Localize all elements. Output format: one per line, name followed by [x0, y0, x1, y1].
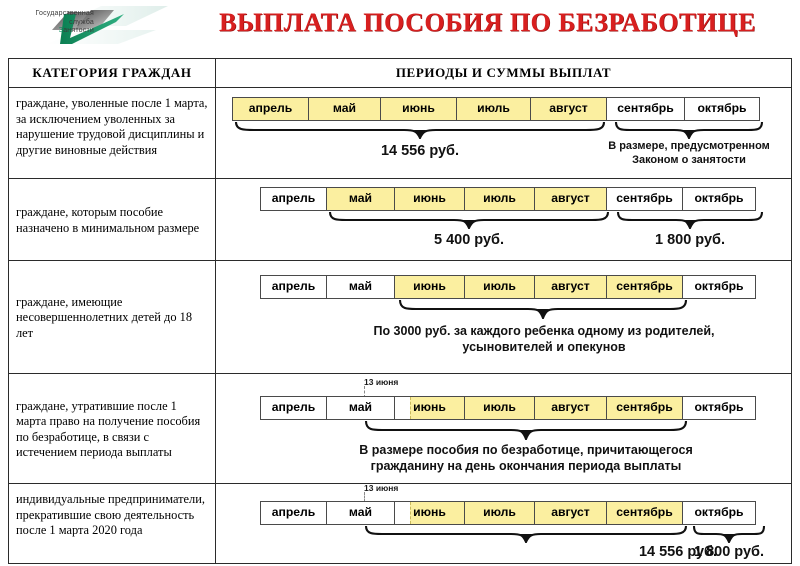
amount-label: По 3000 руб. за каждого ребенка одному и… [373, 324, 715, 354]
column-header-category: КАТЕГОРИЯ ГРАЖДАН [9, 59, 216, 87]
month-box-april: апрель [261, 188, 327, 210]
month-box-june: июнь [395, 188, 465, 210]
category-cell: граждане, утратившие после 1 марта право… [9, 374, 216, 483]
category-cell: граждане, уволенные после 1 марта, за ис… [9, 88, 216, 178]
logo-line-1: Государственная [35, 10, 94, 17]
month-strip: апрель май июнь июль август сентябрь окт… [260, 396, 756, 420]
category-cell: граждане, которым пособие назначено в ми… [9, 179, 216, 260]
month-box-july: июль [465, 276, 535, 298]
month-box-september: сентябрь [607, 98, 685, 120]
amount-label: В размере, предусмотренном Законом о зан… [608, 140, 770, 166]
periods-cell: 13 июня апрель май июнь июль август сент… [216, 483, 791, 563]
month-box-september: сентябрь [607, 276, 683, 298]
logo-line-2: служба [69, 18, 94, 26]
month-box-april: апрель [261, 397, 327, 419]
timeline: апрель май июнь июль август сентябрь окт… [216, 179, 791, 260]
month-box-june: июнь [395, 397, 465, 419]
logo-line-3-accent: З [58, 27, 64, 34]
amount-label: 5 400 руб. [433, 232, 505, 248]
table-row: граждане, имеющие несовершеннолетних дет… [9, 261, 791, 374]
amount-label: В размере пособия по безработице, причит… [359, 443, 693, 473]
logo-graphic [46, 6, 168, 44]
month-box-may: май [327, 188, 395, 210]
brace-center [398, 299, 688, 319]
month-box-june: июнь [381, 98, 457, 120]
benefits-table: КАТЕГОРИЯ ГРАЖДАН ПЕРИОДЫ И СУММЫ ВЫПЛАТ… [8, 58, 792, 564]
month-box-october: октябрь [683, 502, 755, 524]
amount-label: 1 800 руб. [654, 232, 726, 248]
month-strip: апрель май июнь июль август сентябрь окт… [260, 501, 756, 525]
brace-left [234, 121, 606, 139]
month-box-april: апрель [233, 98, 309, 120]
table-row: граждане, которым пособие назначено в ми… [9, 179, 791, 261]
timeline: 13 июня апрель май июнь июль август сент… [216, 374, 791, 483]
amount-label: 14 556 руб. [638, 544, 718, 560]
month-box-september: сентябрь [607, 397, 683, 419]
month-box-october: октябрь [685, 98, 759, 120]
month-box-may: май [327, 276, 395, 298]
day-marker-label: 13 июня [364, 377, 399, 387]
periods-cell: апрель май июнь июль август сентябрь окт… [216, 261, 791, 373]
periods-cell: 13 июня апрель май июнь июль август сент… [216, 374, 791, 483]
month-strip: апрель май июнь июль август сентябрь окт… [260, 187, 756, 211]
table-row: индивидуальные предприниматели, прекрати… [9, 483, 791, 563]
timeline: апрель май июнь июль август сентябрь окт… [216, 261, 791, 373]
month-box-june: июнь [395, 502, 465, 524]
table-row: граждане, уволенные после 1 марта, за ис… [9, 88, 791, 179]
month-box-august: август [535, 502, 607, 524]
day-marker-label: 13 июня [364, 483, 399, 493]
month-box-august: август [535, 188, 607, 210]
month-box-june: июнь [395, 276, 465, 298]
category-cell: граждане, имеющие несовершеннолетних дет… [9, 261, 216, 373]
page-title: ВЫПЛАТА ПОСОБИЯ ПО БЕЗРАБОТИЦЕ [219, 8, 756, 37]
table-row: граждане, утратившие после 1 марта право… [9, 374, 791, 484]
month-box-october: октябрь [683, 188, 755, 210]
month-box-may: май [327, 502, 395, 524]
employment-service-logo: Государственная служба Занятости [6, 4, 171, 50]
month-box-august: август [531, 98, 607, 120]
month-box-august: август [535, 276, 607, 298]
month-box-may: май [327, 397, 395, 419]
month-box-september: сентябрь [607, 502, 683, 524]
month-strip: апрель май июнь июль август сентябрь окт… [260, 275, 756, 299]
month-strip: апрель май июнь июль август сентябрь окт… [232, 97, 760, 121]
month-box-october: октябрь [683, 276, 755, 298]
category-cell: индивидуальные предприниматели, прекрати… [9, 484, 216, 563]
brace-left [328, 211, 610, 229]
amount-label: 1 800 руб. [693, 544, 765, 560]
month-box-july: июль [465, 188, 535, 210]
brace-right [692, 525, 766, 543]
month-box-july: июль [465, 397, 535, 419]
timeline: апрель май июнь июль август сентябрь окт… [216, 88, 791, 178]
timeline: 13 июня апрель май июнь июль август сент… [216, 483, 791, 563]
month-box-july: июль [457, 98, 531, 120]
amount-label: 14 556 руб. [380, 143, 460, 159]
logo-text: Государственная служба Занятости [8, 10, 94, 36]
month-box-august: август [535, 397, 607, 419]
month-box-may: май [309, 98, 381, 120]
periods-cell: апрель май июнь июль август сентябрь окт… [216, 179, 791, 260]
month-box-september: сентябрь [607, 188, 683, 210]
brace-right [616, 211, 764, 229]
periods-cell: апрель май июнь июль август сентябрь окт… [216, 88, 791, 178]
table-header-row: КАТЕГОРИЯ ГРАЖДАН ПЕРИОДЫ И СУММЫ ВЫПЛАТ [9, 59, 791, 88]
month-box-april: апрель [261, 502, 327, 524]
brace-left [364, 525, 688, 543]
logo-line-3: анятости [63, 27, 94, 34]
page-header: Государственная служба Занятости ВЫПЛАТА… [0, 0, 800, 55]
brace-center [364, 420, 688, 440]
day-marker-tick [364, 386, 365, 398]
month-box-july: июль [465, 502, 535, 524]
month-box-october: октябрь [683, 397, 755, 419]
month-box-april: апрель [261, 276, 327, 298]
brace-right [614, 121, 764, 139]
column-header-periods: ПЕРИОДЫ И СУММЫ ВЫПЛАТ [395, 65, 612, 80]
day-marker-tick [364, 492, 365, 502]
